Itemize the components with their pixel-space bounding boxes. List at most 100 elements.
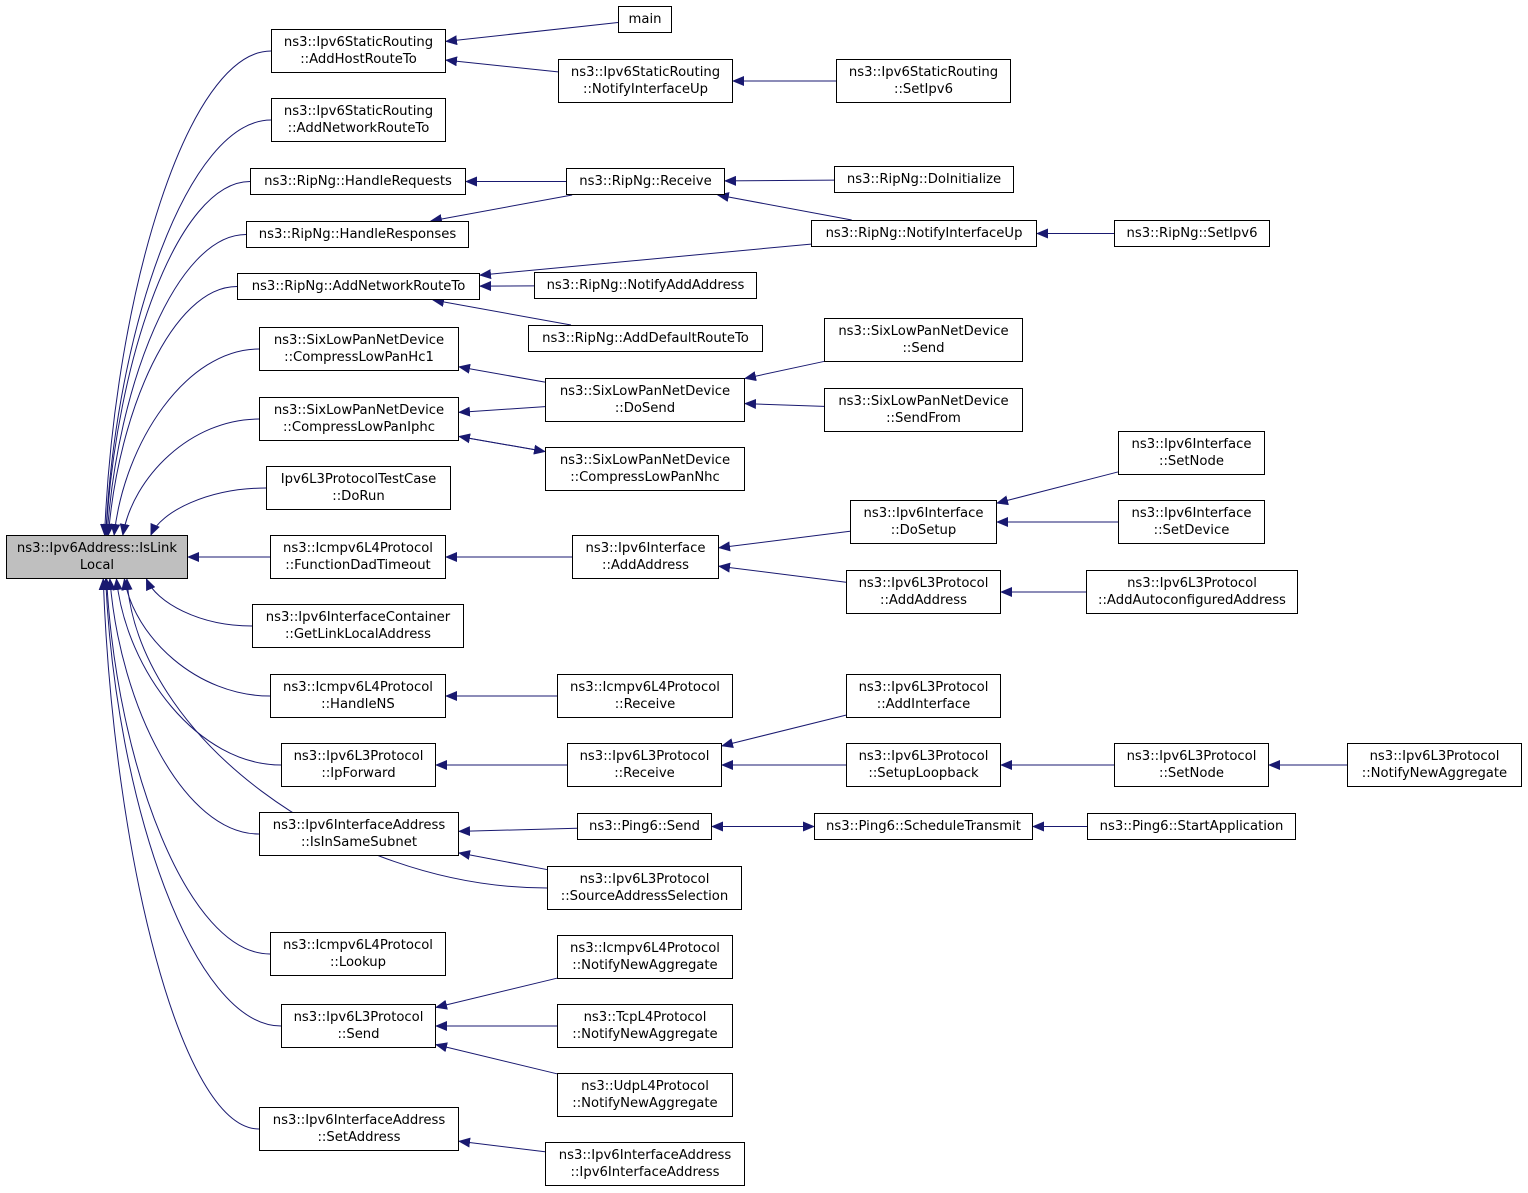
graph-node-rip-adddefault[interactable]: ns3::RipNg::AddDefaultRouteTo [528,325,763,352]
graph-node-ping-sched[interactable]: ns3::Ping6::ScheduleTransmit [814,813,1033,840]
graph-node-label: ns3::Ipv6L3Protocol [858,749,989,764]
graph-node-l3-send[interactable]: ns3::Ipv6L3Protocol::Send [281,1004,436,1048]
graph-node-rip-hreq[interactable]: ns3::RipNg::HandleRequests [250,168,466,195]
graph-node-icmp-notifyagg[interactable]: ns3::Icmpv6L4Protocol::NotifyNewAggregat… [557,935,733,979]
call-edge-l3-srcsel-to-ia-samesub [458,850,548,871]
graph-node-l3-notifyagg[interactable]: ns3::Ipv6L3Protocol::NotifyNewAggregate [1347,743,1522,787]
graph-node-icmp-recv[interactable]: ns3::Icmpv6L4Protocol::Receive [557,674,733,718]
graph-node-main[interactable]: main [618,6,672,33]
graph-node-if-dosetup[interactable]: ns3::Ipv6Interface::DoSetup [850,500,997,544]
graph-node-udp-notifyagg[interactable]: ns3::UdpL4Protocol::NotifyNewAggregate [557,1073,733,1117]
graph-node-label: ::SetAddress [317,1130,401,1145]
graph-node-label: ::Receive [614,697,676,712]
graph-node-icmp-dad[interactable]: ns3::Icmpv6L4Protocol::FunctionDadTimeou… [270,535,446,579]
graph-node-ping-send[interactable]: ns3::Ping6::Send [577,813,712,840]
graph-node-l3-ipfwd[interactable]: ns3::Ipv6L3Protocol::IpForward [281,743,436,787]
graph-node-l3-autoconf[interactable]: ns3::Ipv6L3Protocol::AddAutoconfiguredAd… [1086,570,1298,614]
graph-node-sl-send[interactable]: ns3::SixLowPanNetDevice::Send [824,318,1023,362]
graph-node-if-setnode[interactable]: ns3::Ipv6Interface::SetNode [1118,431,1265,475]
graph-node-label: ns3::Ipv6L3Protocol [1126,749,1257,764]
graph-node-l3-srcsel[interactable]: ns3::Ipv6L3Protocol::SourceAddressSelect… [547,866,742,910]
graph-node-label: ::NotifyNewAggregate [1361,766,1508,781]
graph-node-shr-notify[interactable]: ns3::Ipv6StaticRouting::NotifyInterfaceU… [558,59,733,103]
graph-node-rip-addnet[interactable]: ns3::RipNg::AddNetworkRouteTo [237,273,480,300]
graph-node-label: ::DoSetup [890,523,957,538]
graph-node-sl-iphc[interactable]: ns3::SixLowPanNetDevice::CompressLowPanI… [259,397,459,441]
graph-node-label: ns3::SixLowPanNetDevice [838,324,1009,339]
graph-node-shr-addnet[interactable]: ns3::Ipv6StaticRouting::AddNetworkRouteT… [271,98,446,142]
call-edge-sl-sendfrom-to-sl-dosend [744,398,825,409]
graph-node-rip-notify[interactable]: ns3::RipNg::NotifyInterfaceUp [811,220,1037,247]
graph-node-label: ::SetNode [1159,454,1224,469]
graph-node-label: ::DoRun [332,489,385,504]
graph-node-label: ::AddAutoconfiguredAddress [1098,593,1286,608]
graph-node-label: ns3::RipNg::AddDefaultRouteTo [542,331,749,346]
call-edge-ia-setaddr-to-root [98,578,260,1130]
call-edge-l3-srcsel-to-root [122,578,548,889]
graph-node-l3-addaddr[interactable]: ns3::Ipv6L3Protocol::AddAddress [846,570,1001,614]
call-edge-if-setnode-to-if-dosetup [996,471,1119,506]
graph-node-label: ::IsInSameSubnet [300,835,418,850]
graph-node-sl-dosend[interactable]: ns3::SixLowPanNetDevice::DoSend [545,378,745,422]
graph-node-sl-sendfrom[interactable]: ns3::SixLowPanNetDevice::SendFrom [824,388,1023,432]
graph-node-icmp-hns[interactable]: ns3::Icmpv6L4Protocol::HandleNS [270,674,446,718]
graph-node-shr-addhost[interactable]: ns3::Ipv6StaticRouting::AddHostRouteTo [271,29,446,73]
graph-node-l3-recv[interactable]: ns3::Ipv6L3Protocol::Receive [567,743,722,787]
graph-node-label: ns3::Ipv6StaticRouting [570,65,721,80]
graph-node-tc-dorun[interactable]: Ipv6L3ProtocolTestCase::DoRun [266,466,451,510]
graph-node-label: ::SetupLoopback [868,766,979,781]
graph-node-label: ns3::Ipv6L3Protocol [1369,749,1500,764]
call-edge-sl-iphc-to-root [119,418,260,536]
graph-node-l3-setuplb[interactable]: ns3::Ipv6L3Protocol::SetupLoopback [846,743,1001,787]
call-edge-sl-send-to-sl-dosend [744,360,825,382]
graph-node-sl-nhc[interactable]: ns3::SixLowPanNetDevice::CompressLowPanN… [545,447,745,491]
graph-node-rip-hresp[interactable]: ns3::RipNg::HandleResponses [246,221,469,248]
call-edge-sl-hc1-to-root [110,348,260,536]
graph-node-sl-hc1[interactable]: ns3::SixLowPanNetDevice::CompressLowPanH… [259,327,459,371]
graph-node-label: ::SetNode [1159,766,1224,781]
call-edge-icmp-hns-to-root [121,578,271,697]
graph-node-ia-samesub[interactable]: ns3::Ipv6InterfaceAddress::IsInSameSubne… [259,812,459,856]
graph-node-rip-setipv6[interactable]: ns3::RipNg::SetIpv6 [1114,220,1270,247]
call-edge-rip-doinit-to-rip-recv [724,175,835,186]
graph-node-ia-setaddr[interactable]: ns3::Ipv6InterfaceAddress::SetAddress [259,1107,459,1151]
graph-node-icmp-lookup[interactable]: ns3::Icmpv6L4Protocol::Lookup [270,932,446,976]
graph-node-if-addaddr[interactable]: ns3::Ipv6Interface::AddAddress [572,535,719,579]
graph-node-rip-doinit[interactable]: ns3::RipNg::DoInitialize [834,166,1014,193]
graph-node-label: ::NotifyNewAggregate [572,1027,718,1042]
graph-node-label: ns3::Ping6::Send [588,819,701,834]
graph-node-ifc-getll[interactable]: ns3::Ipv6InterfaceContainer::GetLinkLoca… [252,604,464,648]
graph-node-tcp-notifyagg[interactable]: ns3::TcpL4Protocol::NotifyNewAggregate [557,1004,733,1048]
graph-node-rip-notifyaddr[interactable]: ns3::RipNg::NotifyAddAddress [534,272,757,299]
graph-node-ia-ctor[interactable]: ns3::Ipv6InterfaceAddress::Ipv6Interface… [545,1142,745,1186]
graph-node-rip-recv[interactable]: ns3::RipNg::Receive [566,168,725,195]
graph-node-label: ns3::Ipv6StaticRouting [283,104,434,119]
graph-node-label: ::NotifyInterfaceUp [583,82,708,97]
graph-node-label: ::AddAddress [880,593,967,608]
graph-node-ping-start[interactable]: ns3::Ping6::StartApplication [1087,813,1296,840]
graph-node-label: ::IpForward [321,766,396,781]
graph-node-label: ns3::TcpL4Protocol [583,1010,707,1025]
graph-node-shr-setipv6[interactable]: ns3::Ipv6StaticRouting::SetIpv6 [836,59,1011,103]
call-edge-rip-addnet-to-root [104,286,238,536]
graph-node-label: ns3::Ipv6L3Protocol [858,576,989,591]
graph-node-label: Ipv6L3ProtocolTestCase [280,472,437,487]
graph-node-if-setdevice[interactable]: ns3::Ipv6Interface::SetDevice [1118,500,1265,544]
graph-node-label: ns3::Ipv6Interface [863,506,984,521]
graph-node-label: ns3::SixLowPanNetDevice [273,333,445,348]
call-edge-rip-hresp-to-root [102,234,247,536]
graph-node-label: ns3::Ipv6InterfaceAddress [272,1113,446,1128]
graph-node-label: ns3::Ipv6InterfaceAddress [272,818,446,833]
graph-node-label: ns3::Ipv6StaticRouting [848,65,999,80]
call-edge-ia-ctor-to-ia-setaddr [458,1137,546,1153]
graph-node-label: ::HandleNS [321,697,395,712]
graph-node-l3-addif[interactable]: ns3::Ipv6L3Protocol::AddInterface [846,674,1001,718]
graph-node-label: ::Receive [614,766,675,781]
graph-node-label: ns3::Icmpv6L4Protocol [283,680,433,695]
graph-node-l3-setnode[interactable]: ns3::Ipv6L3Protocol::SetNode [1114,743,1269,787]
call-edge-if-dosetup-to-if-addaddr [718,530,851,552]
call-edge-l3-send-to-root [101,578,282,1027]
